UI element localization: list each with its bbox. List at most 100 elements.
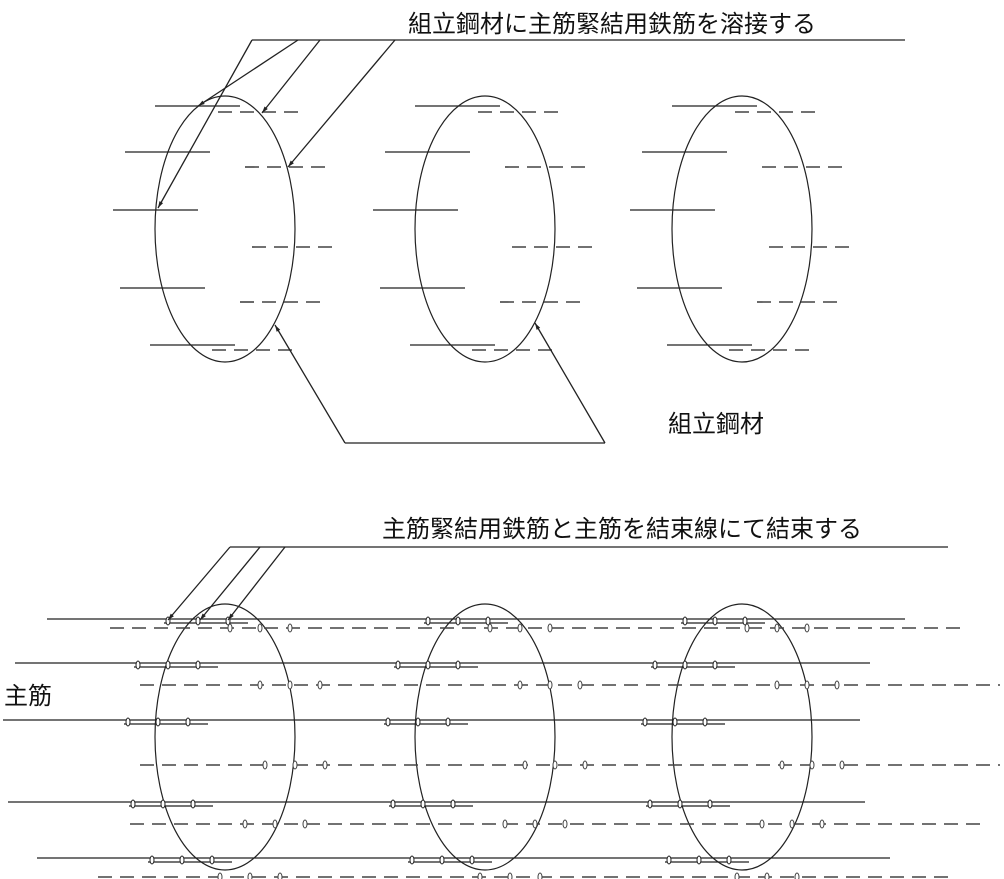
tie-leader-arrow: [167, 546, 231, 621]
weld-leader-arrow: [261, 39, 321, 114]
binding-wire-mark: [425, 616, 431, 626]
binding-wire-mark: [420, 799, 426, 809]
tie-leader-arrow: [227, 546, 286, 621]
binding-wire-mark: [227, 623, 233, 633]
binding-wire-mark: [577, 680, 583, 690]
assembly-steel-ring: [671, 603, 813, 871]
binding-wire-mark: [582, 760, 588, 770]
arrowhead-icon: [158, 201, 164, 208]
binding-wire-mark: [804, 680, 810, 690]
binding-wire-mark: [794, 872, 800, 879]
arrowhead-icon: [228, 613, 234, 620]
binding-wire-mark: [195, 660, 201, 670]
binding-wire-mark: [455, 660, 461, 670]
binding-wire-mark: [677, 799, 683, 809]
main-rebar-label: 主筋: [4, 682, 52, 710]
binding-wire-mark: [789, 819, 795, 829]
binding-wire-mark: [547, 623, 553, 633]
binding-wire-mark: [262, 760, 268, 770]
binding-wire-mark: [155, 717, 161, 727]
binding-wire-mark: [287, 680, 293, 690]
binding-wire-mark: [179, 855, 185, 865]
binding-wire-mark: [455, 616, 461, 626]
binding-wire-mark: [517, 623, 523, 633]
binding-wire-mark: [257, 680, 263, 690]
binding-wire-mark: [277, 872, 283, 879]
binding-wire-mark: [642, 717, 648, 727]
binding-wire-mark: [774, 623, 780, 633]
binding-wire-mark: [292, 760, 298, 770]
weld-step-label: 組立鋼材に主筋緊結用鉄筋を溶接する: [408, 10, 816, 38]
binding-wire-mark: [160, 799, 166, 809]
binding-wire-mark: [149, 855, 155, 865]
binding-wire-mark: [682, 660, 688, 670]
tie-leader-arrow: [199, 546, 261, 621]
weld-leader-arrow: [287, 39, 396, 168]
binding-wire-mark: [302, 819, 308, 829]
binding-wire-mark: [759, 819, 765, 829]
binding-wire-mark: [130, 799, 136, 809]
binding-wire-mark: [507, 872, 513, 879]
binding-wire-mark: [702, 717, 708, 727]
assembly-steel-label: 組立鋼材: [668, 410, 764, 438]
binding-wire-mark: [764, 872, 770, 879]
binding-wire-mark: [395, 660, 401, 670]
binding-wire-mark: [666, 855, 672, 865]
arrowhead-icon: [535, 323, 541, 330]
binding-wire-mark: [425, 660, 431, 670]
binding-wire-mark: [834, 680, 840, 690]
binding-wire-mark: [450, 799, 456, 809]
binding-wire-mark: [652, 660, 658, 670]
binding-wire-mark: [439, 855, 445, 865]
binding-wire-mark: [390, 799, 396, 809]
binding-wire-mark: [532, 819, 538, 829]
binding-wire-mark: [707, 799, 713, 809]
binding-wire-mark: [469, 855, 475, 865]
binding-wire-mark: [547, 680, 553, 690]
binding-wire-mark: [779, 760, 785, 770]
binding-wire-mark: [195, 616, 201, 626]
binding-wire-mark: [217, 872, 223, 879]
binding-wire-mark: [135, 660, 141, 670]
arrowhead-icon: [168, 613, 174, 620]
binding-wire-mark: [487, 623, 493, 633]
arrowhead-icon: [288, 160, 294, 167]
arrowhead-icon: [275, 325, 281, 332]
binding-wire-mark: [165, 660, 171, 670]
binding-wire-mark: [125, 717, 131, 727]
weld-leader-arrow: [157, 39, 253, 209]
assembly-steel-ring: [154, 603, 296, 871]
arrowhead-icon: [200, 613, 206, 620]
binding-wire-mark: [696, 855, 702, 865]
binding-wire-mark: [734, 872, 740, 879]
binding-wire-mark: [726, 855, 732, 865]
binding-wire-mark: [242, 819, 248, 829]
binding-wire-mark: [287, 623, 293, 633]
binding-wire-mark: [712, 660, 718, 670]
binding-wire-mark: [409, 855, 415, 865]
binding-wire-mark: [647, 799, 653, 809]
binding-wire-mark: [562, 819, 568, 829]
binding-wire-mark: [774, 680, 780, 690]
binding-wire-mark: [712, 616, 718, 626]
arrowhead-icon: [198, 100, 205, 106]
binding-wire-mark: [552, 760, 558, 770]
binding-wire-mark: [682, 616, 688, 626]
binding-wire-mark: [537, 872, 543, 879]
assembly-leader-arrow: [274, 324, 346, 444]
assembly-steel-ring: [414, 95, 556, 363]
binding-wire-mark: [209, 855, 215, 865]
assembly-leader-arrow: [534, 322, 606, 444]
binding-wire-mark: [190, 799, 196, 809]
assembly-steel-ring: [671, 95, 813, 363]
binding-wire-mark: [257, 623, 263, 633]
assembly-steel-ring: [154, 95, 296, 363]
binding-wire-mark: [819, 819, 825, 829]
binding-wire-mark: [672, 717, 678, 727]
binding-wire-mark: [185, 717, 191, 727]
binding-wire-mark: [502, 819, 508, 829]
binding-wire-mark: [247, 872, 253, 879]
tie-step-label: 主筋緊結用鉄筋と主筋を結束線にて結束する: [382, 515, 862, 543]
binding-wire-mark: [272, 819, 278, 829]
